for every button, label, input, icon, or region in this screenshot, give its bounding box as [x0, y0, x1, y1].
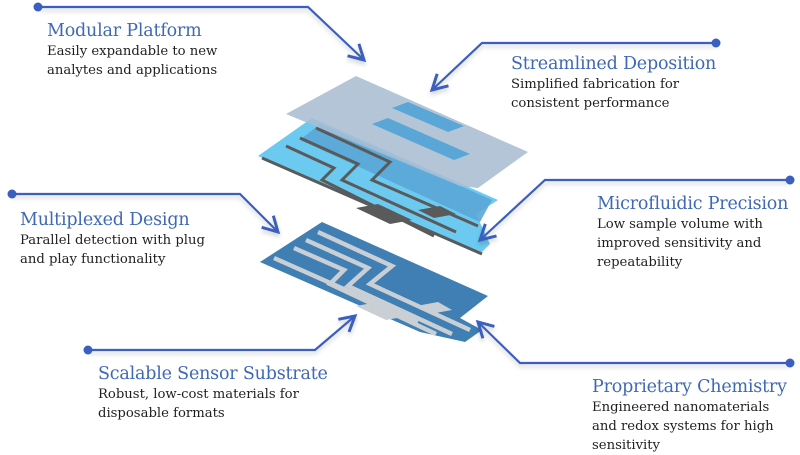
connector-proprietary-chemistry — [475, 319, 790, 365]
electrode-pad — [356, 204, 412, 224]
callout-title: Multiplexed Design — [20, 210, 190, 230]
callout-streamlined-deposition: Streamlined Deposition Simplified fabric… — [511, 53, 716, 113]
callout-modular-platform: Modular Platform Easily expandable to ne… — [47, 20, 217, 80]
microfluidic-sheet — [258, 118, 498, 254]
callout-desc-line: and play functionality — [20, 252, 166, 267]
callout-desc-line: Easily expandable to new — [47, 44, 218, 59]
cover-channel — [392, 102, 464, 132]
callout-title: Modular Platform — [47, 21, 202, 41]
connector-dot — [33, 2, 43, 12]
callout-desc-line: improved sensitivity and — [597, 236, 762, 251]
electrode-trace — [315, 126, 479, 228]
connector-scalable-sensor-substrate — [88, 314, 358, 352]
electrode-trace — [299, 136, 457, 234]
callout-desc-line: and redox systems for high — [592, 419, 774, 434]
callout-desc-line: Parallel detection with plug — [20, 233, 205, 248]
callout-desc-line: disposable formats — [98, 406, 225, 421]
substrate-pad — [356, 302, 408, 320]
sensor-substrate-layer — [260, 222, 488, 342]
callout-desc-line: analytes and applications — [47, 63, 218, 78]
connector-dot — [785, 175, 795, 185]
callout-desc-line: Robust, low-cost materials for — [98, 387, 299, 402]
connector-dot — [83, 345, 93, 355]
connector-multiplexed-design — [12, 192, 281, 235]
connector-dot — [7, 189, 17, 199]
connector-dots — [7, 2, 795, 368]
callout-microfluidic-precision: Microfluidic Precision Low sample volume… — [597, 193, 788, 272]
callout-desc-line: repeatability — [597, 255, 683, 270]
callout-title: Proprietary Chemistry — [592, 377, 787, 397]
callout-multiplexed-design: Multiplexed Design Parallel detection wi… — [20, 209, 205, 269]
callout-desc-line: Engineered nanomaterials — [592, 400, 770, 415]
connector-streamlined-deposition — [429, 41, 716, 93]
top-cover-layer — [286, 76, 528, 188]
electrode-pad — [418, 206, 456, 218]
callout-proprietary-chemistry: Proprietary Chemistry Engineered nanomat… — [592, 376, 787, 455]
connectors — [12, 5, 790, 365]
substrate-trace — [305, 237, 453, 337]
connector-dot — [711, 38, 721, 48]
connector-dot — [785, 358, 795, 368]
callout-desc-line: consistent performance — [511, 96, 670, 111]
callout-desc-line: sensitivity — [592, 438, 660, 453]
callout-desc-line: Simplified fabrication for — [511, 77, 680, 92]
substrate-pad — [416, 302, 452, 314]
callout-scalable-sensor-substrate: Scalable Sensor Substrate Robust, low-co… — [98, 363, 328, 423]
callout-title: Streamlined Deposition — [511, 54, 717, 74]
callout-title: Microfluidic Precision — [597, 194, 789, 214]
callout-title: Scalable Sensor Substrate — [98, 364, 328, 384]
microfluidic-channel-block — [300, 124, 492, 222]
callout-desc-line: Low sample volume with — [597, 217, 763, 232]
cover-channel — [372, 118, 470, 160]
microfluidic-layer — [258, 118, 498, 256]
connector-microfluidic-precision — [477, 178, 790, 243]
connector-modular-platform — [38, 5, 367, 63]
